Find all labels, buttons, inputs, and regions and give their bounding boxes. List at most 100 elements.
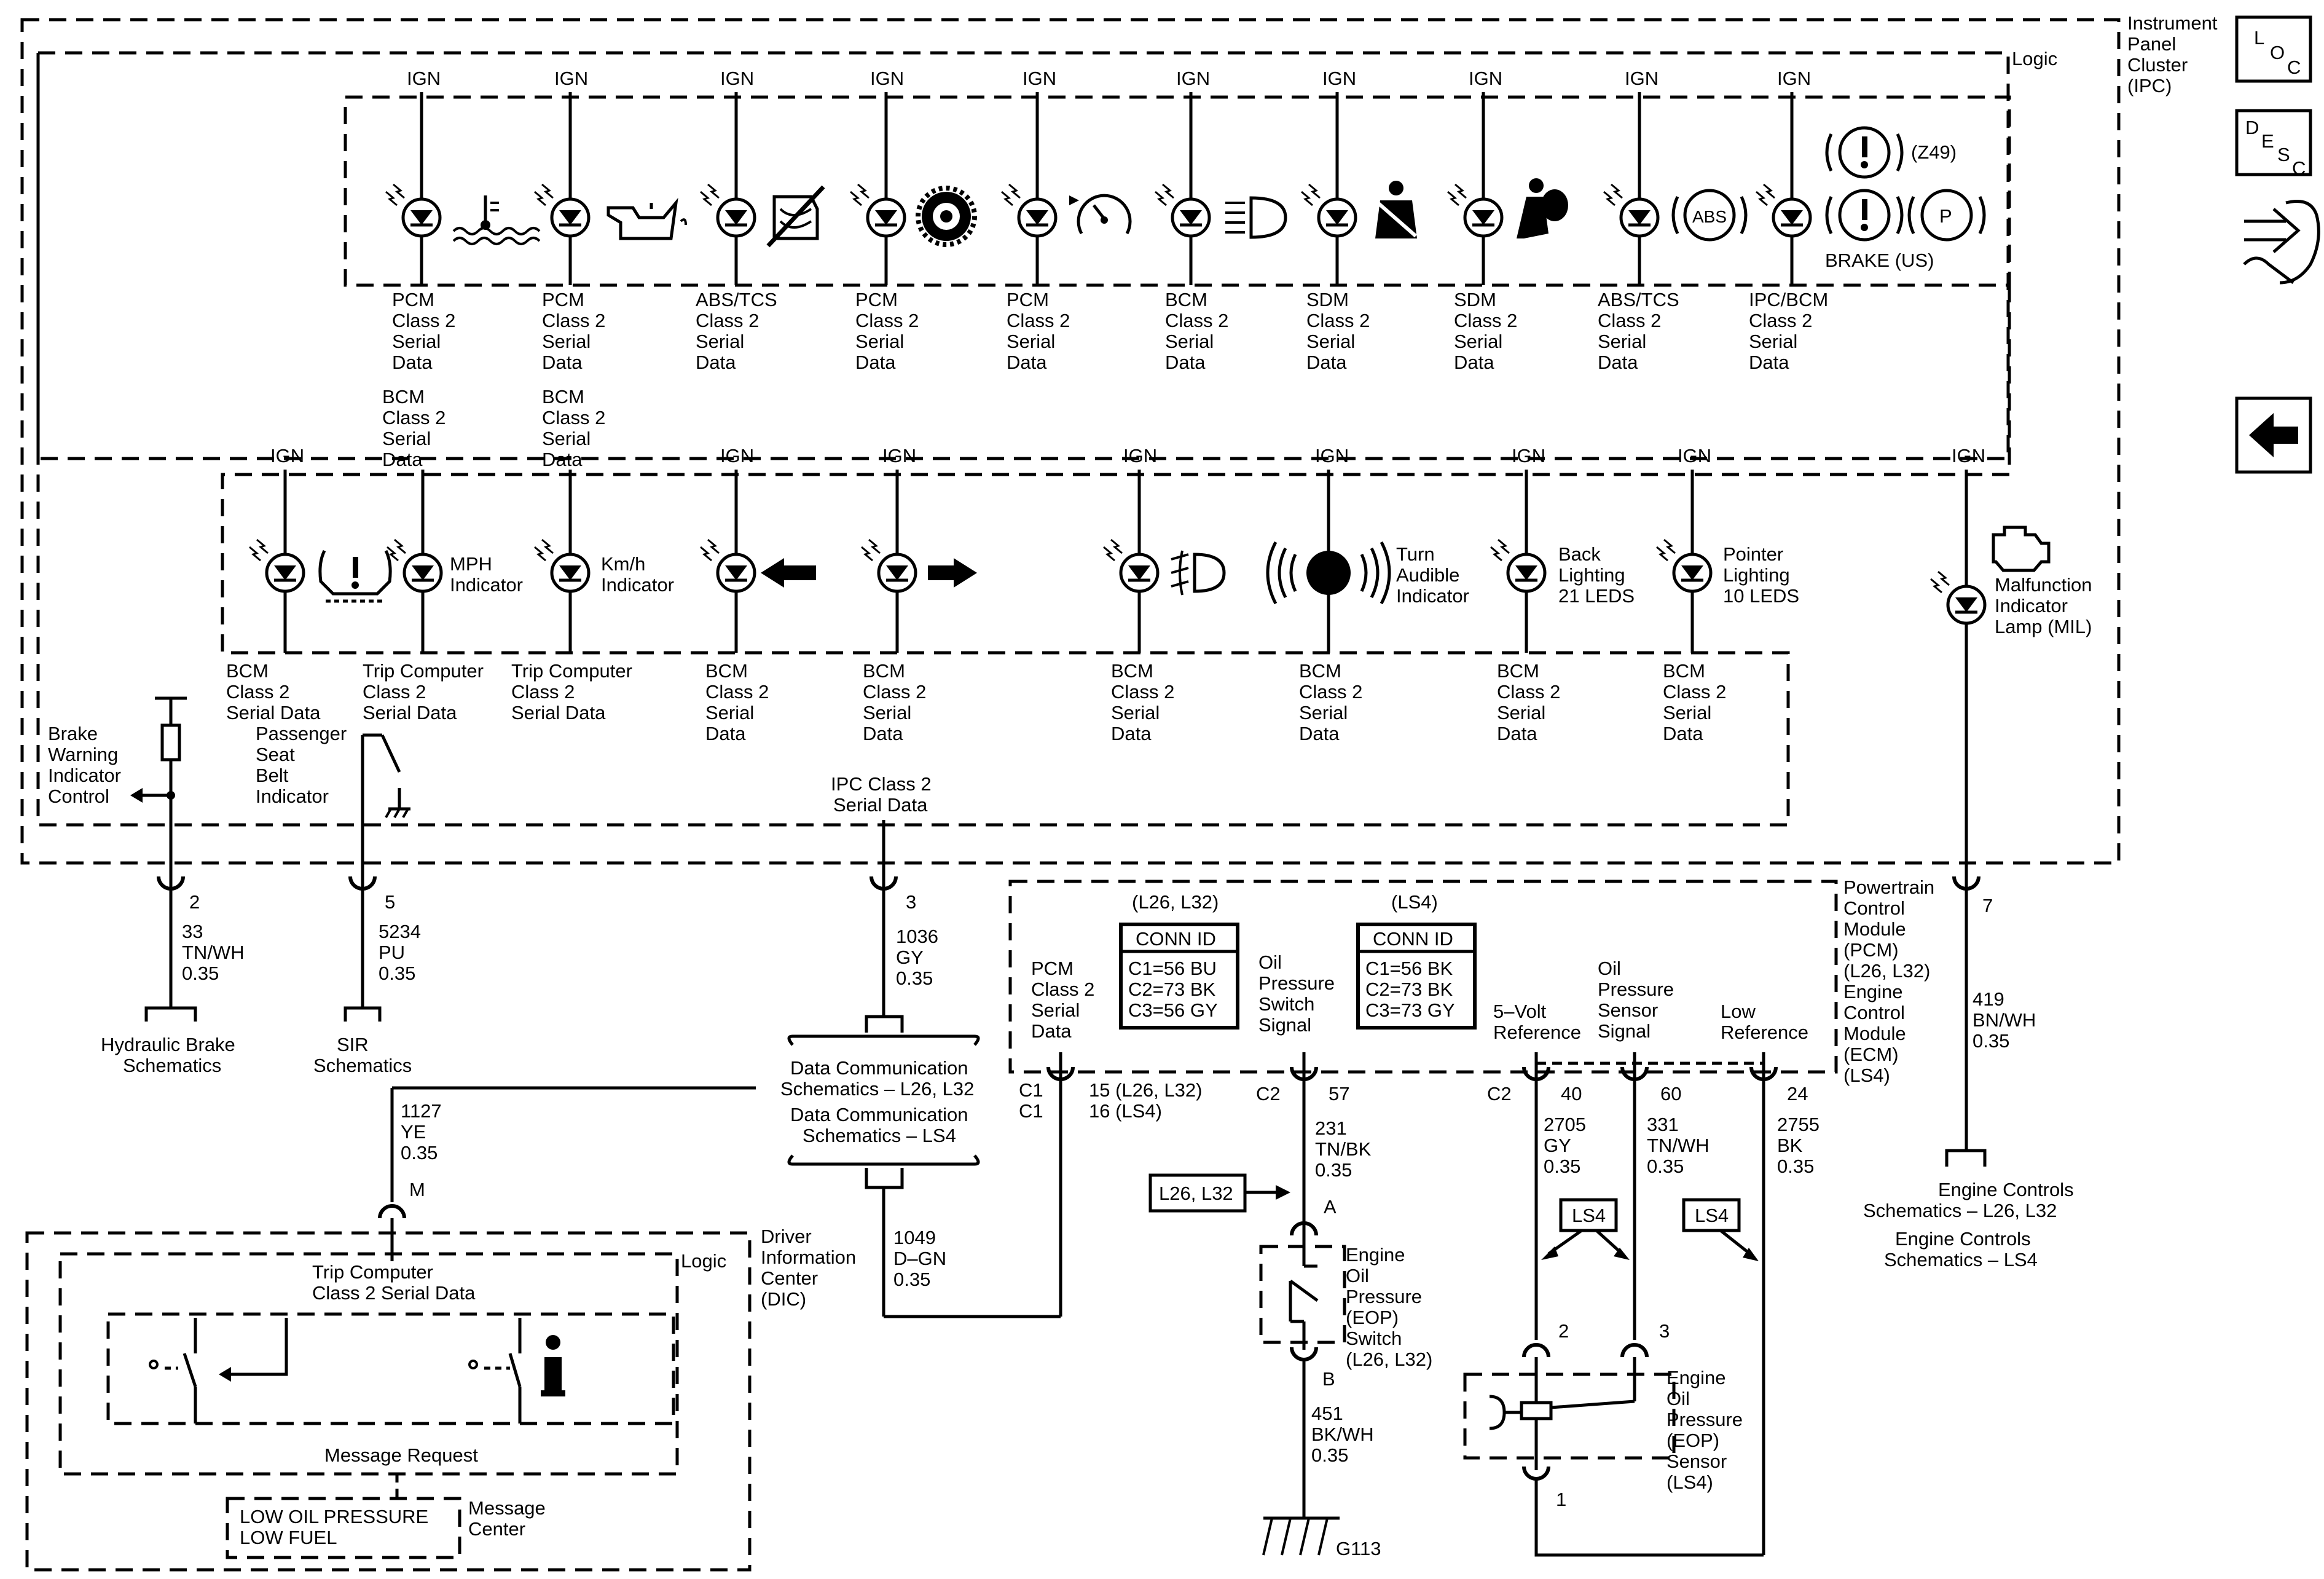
wire-color: PU xyxy=(379,942,405,963)
conn-line: C3=56 GY xyxy=(1128,999,1218,1021)
arrow-left-icon xyxy=(2249,413,2298,457)
source-line-3: Serial Data xyxy=(363,702,457,723)
dic-switch-right xyxy=(468,1318,565,1423)
wire-color-dgn: D–GN xyxy=(893,1248,946,1269)
engine-controls-l26-2[interactable]: Schematics – L26, L32 xyxy=(1863,1200,2057,1221)
pin-57: 57 xyxy=(1329,1083,1349,1105)
circuit-2755: 2755 xyxy=(1777,1114,1820,1135)
source-line-3: Serial xyxy=(1497,702,1545,723)
ipc-mid-indicator-row xyxy=(36,53,2011,827)
source-line-1: BCM xyxy=(1299,660,1341,682)
back-button[interactable] xyxy=(2235,396,2312,474)
pointer-line-2: Lighting xyxy=(1723,564,1790,586)
loc-button[interactable]: L O C xyxy=(2235,15,2312,83)
svg-text:Class 2: Class 2 xyxy=(1031,979,1094,1000)
engine-controls-l26-1[interactable]: Engine Controls xyxy=(1938,1179,2074,1200)
source-line-4: Data xyxy=(542,352,583,373)
tag-ls4: LS4 xyxy=(1572,1205,1606,1226)
ign-label: IGN xyxy=(1469,68,1502,89)
back-line-3: 21 LEDS xyxy=(1558,585,1635,607)
svg-text:Signal: Signal xyxy=(1598,1020,1651,1042)
svg-text:Low: Low xyxy=(1721,1001,1756,1022)
source-line-4: Data xyxy=(855,352,896,373)
source-line-4: Data xyxy=(1299,723,1340,744)
source-line-2: Class 2 xyxy=(1663,681,1726,703)
dic-logic xyxy=(58,1252,679,1476)
mid-indicator-5: IGN BCM Class 2 Serial Data xyxy=(862,445,977,744)
source-line-3: Serial xyxy=(1598,331,1646,352)
source-line-4: Data xyxy=(1749,352,1789,373)
svg-text:Sensor: Sensor xyxy=(1598,999,1658,1021)
datacomm-l26-2[interactable]: Schematics – L26, L32 xyxy=(780,1078,974,1100)
source-line-3: Serial xyxy=(1165,331,1214,352)
mid-indicator-7: IGN Turn Audible Indicator BCM Class 2 S… xyxy=(1266,445,1469,744)
top-indicator-1: IGN PCM Class 2 Serial Data xyxy=(386,68,541,373)
svg-text:Reference: Reference xyxy=(1721,1022,1808,1043)
svg-text:Pressure: Pressure xyxy=(1346,1286,1422,1307)
svg-text:Engine: Engine xyxy=(1843,981,1903,1002)
ign-label: IGN xyxy=(1512,445,1545,467)
svg-text:BCM: BCM xyxy=(542,386,584,408)
park-text: P xyxy=(1939,205,1952,227)
svg-text:Pressure: Pressure xyxy=(1258,972,1335,994)
c1-label: C1 xyxy=(1019,1079,1043,1101)
sir-line-2[interactable]: Schematics xyxy=(313,1055,412,1076)
oil-pressure-icon xyxy=(607,197,687,240)
source-line-4: Data xyxy=(1007,352,1047,373)
brake-ctl-line-3: Indicator xyxy=(48,765,121,786)
source-line-1: SDM xyxy=(1306,289,1349,310)
desc-button[interactable]: D E S C xyxy=(2235,109,2312,179)
svg-text:Serial: Serial xyxy=(542,428,591,449)
source-line-2: Class 2 xyxy=(696,310,759,331)
top-indicator-9: IGN ABS ABS/TCS Class 2 Serial Data xyxy=(1598,68,1748,373)
source-line-2: Class 2 xyxy=(1306,310,1370,331)
source-line-1: Trip Computer xyxy=(511,660,632,682)
svg-text:Trip Computer: Trip Computer xyxy=(312,1261,433,1283)
svg-text:Module: Module xyxy=(1843,1023,1906,1044)
engine-controls-ls4-2[interactable]: Schematics – LS4 xyxy=(1884,1249,2038,1270)
engine-controls-ls4-1[interactable]: Engine Controls xyxy=(1895,1228,2031,1250)
svg-text:(EOP): (EOP) xyxy=(1666,1430,1719,1451)
pin-number: 3 xyxy=(906,891,916,913)
pin-number: 5 xyxy=(385,891,395,913)
source-line-2: Class 2 xyxy=(542,310,605,331)
source-line-2: Class 2 xyxy=(392,310,455,331)
svg-text:Serial: Serial xyxy=(382,428,431,449)
sir-line-1[interactable]: SIR xyxy=(337,1034,369,1055)
component-connector-icon[interactable] xyxy=(2243,200,2320,285)
loc-o: O xyxy=(2270,42,2285,63)
svg-text:Oil: Oil xyxy=(1346,1265,1369,1286)
source-line-3: Serial xyxy=(855,331,904,352)
datacomm-ls4-1[interactable]: Data Communication xyxy=(790,1104,968,1125)
seat-belt-icon xyxy=(1375,181,1417,238)
ipc-logic-label: Logic xyxy=(2012,48,2057,69)
source-line-3: Serial xyxy=(863,702,911,723)
turn-line-3: Indicator xyxy=(1396,585,1469,607)
dic-switch-box xyxy=(106,1312,675,1425)
wire-color: BN/WH xyxy=(1973,1009,2036,1031)
pin-5-group: 5 5234 PU 0.35 SIR Schematics xyxy=(313,876,421,1076)
source-line-1: BCM xyxy=(226,660,269,682)
svg-text:Switch: Switch xyxy=(1258,993,1314,1015)
top-indicator-4: IGN PCM Class 2 Serial Data xyxy=(850,68,977,373)
circuit-number: 1036 xyxy=(896,926,938,947)
ign-label: IGN xyxy=(1023,68,1056,89)
ls4-tag-1: LS4 xyxy=(1541,1198,1630,1260)
traction-off-icon xyxy=(766,185,825,248)
datacomm-l26-1[interactable]: Data Communication xyxy=(790,1057,968,1079)
desc-d: D xyxy=(2245,117,2259,138)
hydraulic-line-2[interactable]: Schematics xyxy=(123,1055,221,1076)
source-line-1: IPC/BCM xyxy=(1749,289,1828,310)
hydraulic-line-1[interactable]: Hydraulic Brake xyxy=(101,1034,235,1055)
wire-gauge: 0.35 xyxy=(379,963,415,984)
ign-label: IGN xyxy=(1952,445,1985,467)
datacomm-ls4-2[interactable]: Schematics – LS4 xyxy=(803,1125,956,1146)
pin-a: A xyxy=(1324,1196,1337,1218)
desc-s: S xyxy=(2277,144,2290,165)
top-indicator-7: IGN SDM Class 2 Serial Data xyxy=(1301,68,1417,373)
abs-icon: ABS xyxy=(1671,189,1748,242)
svg-text:Class 2: Class 2 xyxy=(382,407,446,428)
source-line-1: ABS/TCS xyxy=(696,289,777,310)
